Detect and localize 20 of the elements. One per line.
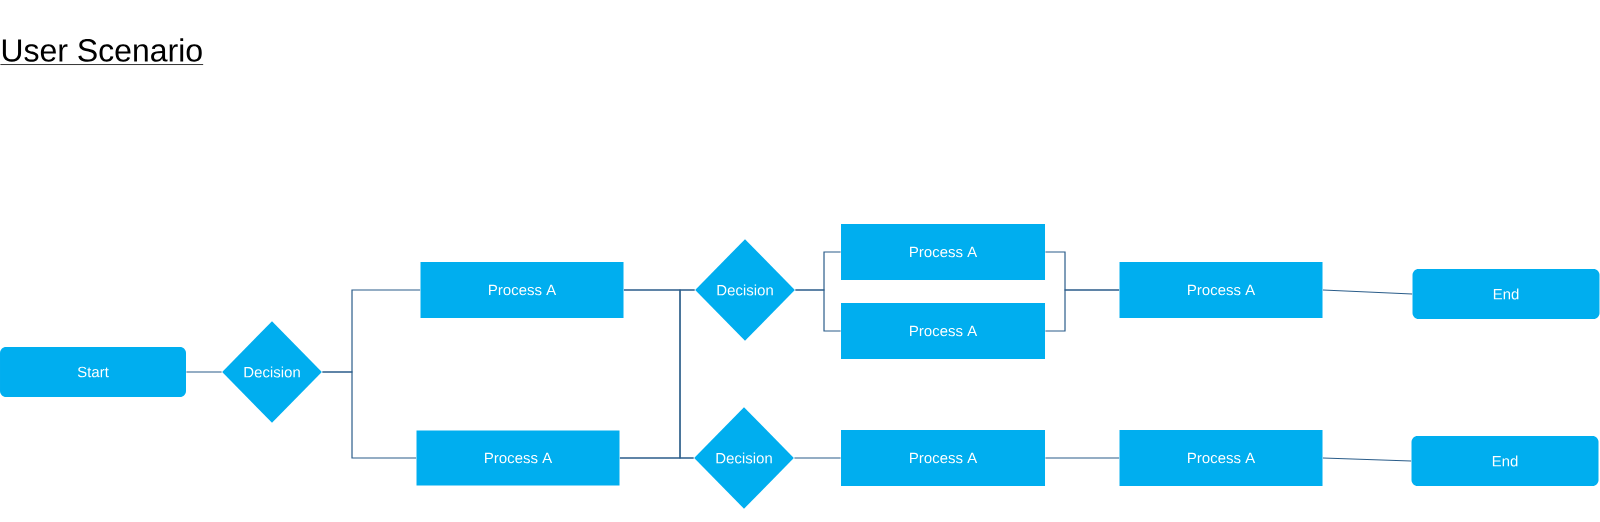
terminal-box: Start — [0, 347, 186, 397]
connector-line — [1322, 457, 1412, 462]
connector-line — [321, 371, 417, 459]
process-box: Process A — [841, 303, 1045, 359]
process-box: Process A — [416, 430, 620, 486]
connector-line — [1322, 289, 1413, 295]
connector-line — [619, 457, 695, 459]
terminal-box: End — [1411, 436, 1599, 486]
connector-line — [185, 371, 223, 373]
process-box: Process A — [841, 224, 1045, 280]
process-box: Process A — [841, 430, 1045, 486]
connector-line — [793, 457, 842, 459]
terminal-box: End — [1412, 269, 1600, 319]
connector-line — [1044, 289, 1120, 332]
connector-line — [794, 289, 842, 332]
title: User Scenario — [0, 38, 204, 65]
process-box: Process A — [420, 262, 624, 318]
process-box: Process A — [1119, 262, 1323, 318]
process-box: Process A — [1119, 430, 1323, 486]
connector-line — [1044, 457, 1120, 459]
